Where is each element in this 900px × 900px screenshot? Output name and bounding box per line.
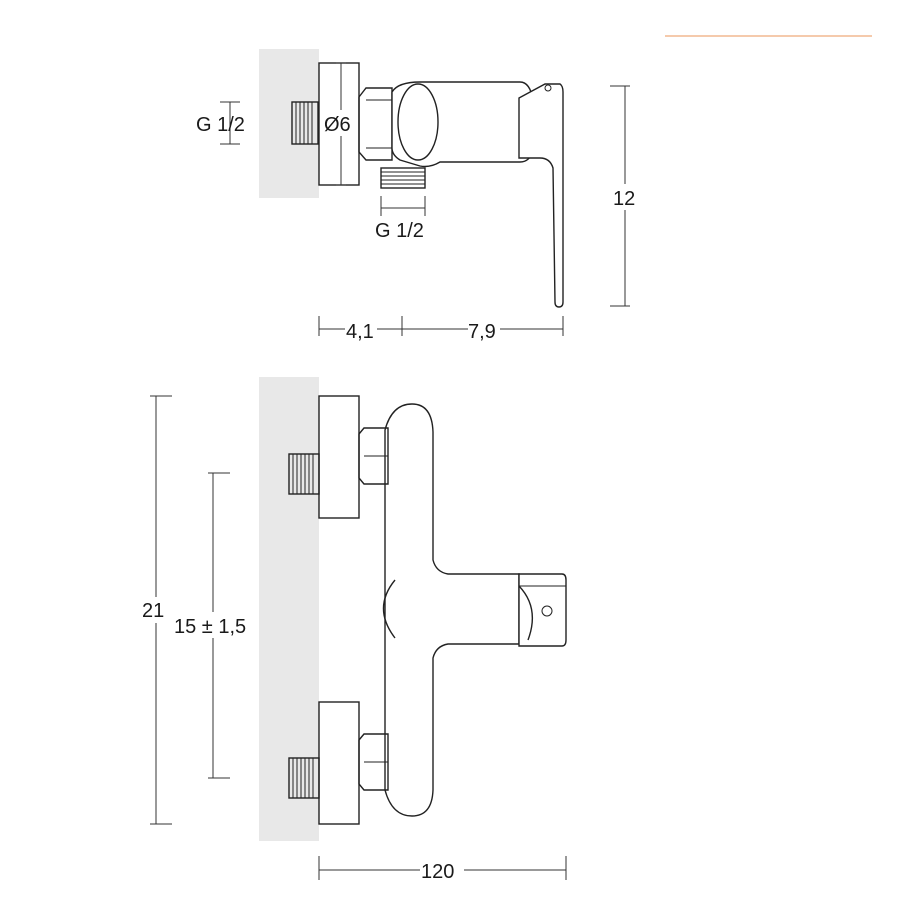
dim-side-outlet-connection: G 1/2 xyxy=(375,196,426,242)
side-nut xyxy=(358,87,393,161)
front-lever-cap xyxy=(518,573,567,647)
dim-side-lever-height: 12 xyxy=(610,85,640,307)
front-center-bulge xyxy=(382,579,396,639)
dim-front-overall-height: 21 xyxy=(140,395,172,825)
side-outlet-thread xyxy=(380,167,426,189)
front-mixer-body xyxy=(384,403,520,817)
side-wall-thread xyxy=(291,101,319,145)
front-view: 21 15 ± 1,5 120 xyxy=(140,377,567,883)
label-side-outlet-connection: G 1/2 xyxy=(375,220,424,242)
label-side-depth-b: 7,9 xyxy=(468,321,496,343)
label-front-overall-width: 120 xyxy=(421,861,454,883)
label-side-lever-height: 12 xyxy=(613,188,635,210)
side-view: G 1/2 Ø6 G 1/2 12 xyxy=(196,49,640,343)
dim-side-flange-diameter: Ø6 xyxy=(322,62,356,186)
label-front-overall-height: 21 xyxy=(142,600,164,622)
dim-side-wall-connection: G 1/2 xyxy=(196,101,245,145)
label-side-wall-connection: G 1/2 xyxy=(196,114,245,136)
dim-front-overall-width: 120 xyxy=(318,856,567,883)
side-mixer-body xyxy=(391,81,534,168)
side-lever xyxy=(518,83,564,308)
dim-front-inlet-spacing: 15 ± 1,5 xyxy=(172,472,256,779)
front-lower-flange xyxy=(318,701,360,825)
side-wall xyxy=(259,49,319,198)
label-side-depth-a: 4,1 xyxy=(346,321,374,343)
label-front-inlet-spacing: 15 ± 1,5 xyxy=(174,616,246,638)
front-upper-nut xyxy=(358,427,389,485)
front-lower-nut xyxy=(358,733,389,791)
front-upper-flange xyxy=(318,395,360,519)
dim-side-depth: 4,1 7,9 xyxy=(318,316,564,343)
label-side-flange-diameter: Ø6 xyxy=(324,114,351,136)
